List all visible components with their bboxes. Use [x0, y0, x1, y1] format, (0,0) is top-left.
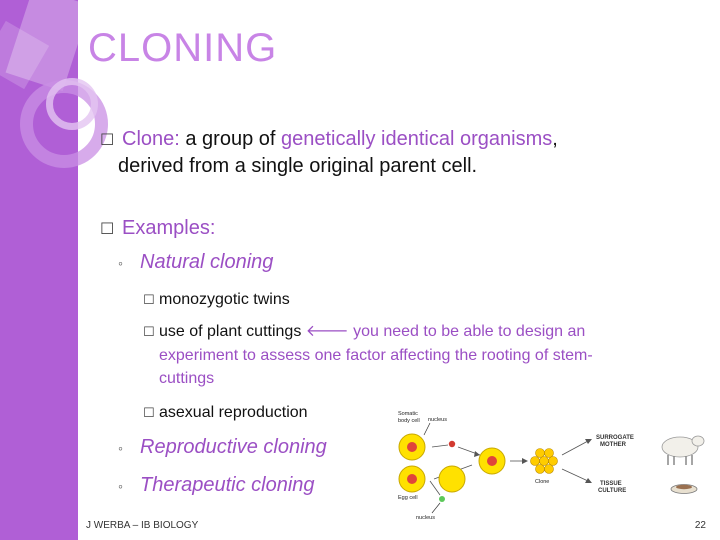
ring-bullet-icon: ◦ — [118, 440, 123, 456]
examples-label: Examples: — [122, 217, 216, 239]
embryo-cluster — [530, 448, 558, 474]
label-surrogate: SURROGATE — [596, 435, 634, 441]
removed-nucleus — [439, 496, 445, 502]
bullet-icon: ☐ — [143, 406, 155, 421]
egg-nucleus — [407, 474, 417, 484]
bullet-clone-definition: ☐ Clone: a group of genetically identical… — [100, 126, 700, 179]
ring-decoration — [46, 78, 98, 130]
definition-emphasis: genetically identical organisms — [281, 128, 553, 150]
label-body-cell: body cell — [398, 418, 420, 424]
item-text: asexual reproduction — [159, 404, 308, 421]
reconstructed-nucleus — [487, 456, 497, 466]
sheep-icon — [661, 435, 705, 465]
label-nucleus-top: nucleus — [428, 417, 447, 423]
definition-line2: derived from a single original parent ce… — [118, 155, 478, 177]
item-text: monozygotic twins — [159, 291, 290, 308]
term-clone: Clone: — [122, 128, 180, 150]
somatic-nucleus — [407, 442, 417, 452]
label-egg-cell: Egg cell — [398, 495, 418, 501]
cuttings-note-line2: experiment to assess one factor affectin… — [159, 347, 593, 364]
petri-dish-icon — [670, 484, 698, 494]
label-tissue: TISSUE — [600, 481, 622, 487]
label-nucleus-bottom: nucleus — [416, 515, 435, 521]
subbullet-reproductive-cloning: ◦ Reproductive cloning — [118, 436, 327, 459]
item-text: use of plant cuttings — [159, 323, 302, 340]
enucleated-egg — [438, 465, 466, 493]
bullet-icon: ☐ — [100, 130, 115, 149]
list-item: ☐ use of plant cuttings 🡐 you need to be … — [143, 320, 703, 390]
slide-title: CLONING — [88, 26, 278, 70]
transfer-nucleus — [448, 440, 456, 448]
label-clone: Clone — [535, 479, 549, 485]
ring-bullet-icon: ◦ — [118, 255, 123, 271]
bullet-icon: ☐ — [100, 219, 115, 238]
bullet-icon: ☐ — [143, 325, 155, 340]
natural-cloning-label: Natural cloning — [140, 251, 274, 273]
therapeutic-cloning-label: Therapeutic cloning — [140, 474, 315, 496]
cuttings-note-line3: cuttings — [159, 370, 215, 387]
subbullet-natural-cloning: ◦ Natural cloning — [118, 251, 273, 274]
page-number: 22 — [694, 520, 706, 531]
definition-text-a: a group of — [179, 128, 281, 150]
definition-text-b: , — [552, 128, 558, 150]
bullet-icon: ☐ — [143, 293, 155, 308]
label-culture: CULTURE — [598, 488, 626, 494]
list-item: ☐ monozygotic twins — [143, 288, 290, 312]
arrow-left-icon: 🡐 — [305, 323, 349, 340]
list-item: ☐ asexual reproduction — [143, 401, 308, 425]
cuttings-note: you need to be able to design an — [348, 323, 586, 340]
reproductive-cloning-label: Reproductive cloning — [140, 436, 327, 458]
label-somatic: Somatic — [398, 411, 418, 417]
label-mother: MOTHER — [600, 442, 627, 448]
subbullet-therapeutic-cloning: ◦ Therapeutic cloning — [118, 474, 315, 497]
ring-bullet-icon: ◦ — [118, 478, 123, 494]
cloning-diagram: Somatic body cell nucleus Clone SURROGAT… — [398, 411, 705, 521]
footer-author: J WERBA – IB BIOLOGY — [86, 520, 199, 531]
bullet-examples: ☐ Examples: — [100, 215, 215, 242]
